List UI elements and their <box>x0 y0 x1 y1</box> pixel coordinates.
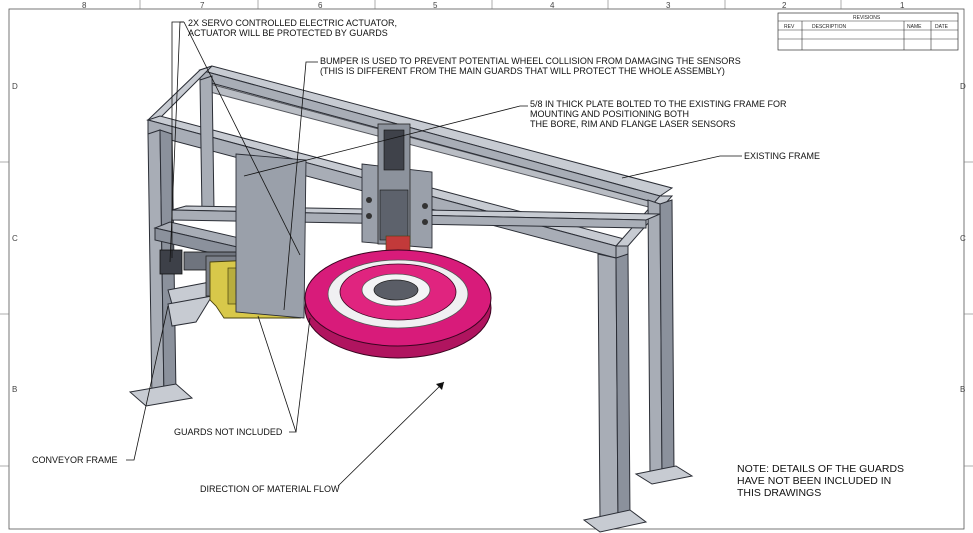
mounting-plate <box>235 123 433 319</box>
rev-col-header: DATE <box>935 24 949 30</box>
zone-number: 1 <box>900 1 905 10</box>
zone-letter: D <box>960 82 966 91</box>
zone-ticks <box>0 0 973 467</box>
rev-col-header: DESCRIPTION <box>812 24 847 30</box>
zone-number: 5 <box>433 1 438 10</box>
rev-col-header: REV <box>784 24 795 30</box>
zone-letter: C <box>12 234 18 243</box>
actuator-callout: ACTUATOR WILL BE PROTECTED BY GUARDS <box>188 28 388 38</box>
zone-number: 4 <box>550 1 555 10</box>
revisions-title: REVISIONS <box>853 15 881 21</box>
bumper-callout: BUMPER IS USED TO PREVENT POTENTIAL WHEE… <box>320 56 741 66</box>
plate-callout: 5/8 IN THICK PLATE BOLTED TO THE EXISTIN… <box>530 99 787 109</box>
note-line: THIS DRAWINGS <box>737 487 821 499</box>
zone-letter: B <box>12 385 17 394</box>
zone-number: 2 <box>782 1 787 10</box>
note-line: NOTE: DETAILS OF THE GUARDS <box>737 463 904 475</box>
guards-callout: GUARDS NOT INCLUDED <box>174 427 283 437</box>
zone-letter: D <box>12 82 18 91</box>
existing-frame-callout: EXISTING FRAME <box>744 151 820 161</box>
zone-letter: C <box>960 234 966 243</box>
revisions-table: REVISIONS REV DESCRIPTION NAME DATE <box>777 12 959 51</box>
actuator-callout: 2X SERVO CONTROLLED ELECTRIC ACTUATOR, <box>188 18 397 28</box>
zone-letter: B <box>960 385 965 394</box>
note-line: HAVE NOT BEEN INCLUDED IN <box>737 475 891 487</box>
plate-callout: MOUNTING AND POSITIONING BOTH <box>530 109 689 119</box>
leader-lines <box>126 21 742 487</box>
zone-letters: D C B D C B <box>12 82 966 394</box>
zone-number: 8 <box>82 1 87 10</box>
sheet-border <box>8 8 965 530</box>
callouts: 2X SERVO CONTROLLED ELECTRIC ACTUATOR, A… <box>32 18 820 494</box>
zone-number: 6 <box>318 1 323 10</box>
plate-callout: THE BORE, RIM AND FLANGE LASER SENSORS <box>530 119 736 129</box>
note: NOTE: DETAILS OF THE GUARDS HAVE NOT BEE… <box>737 463 904 499</box>
material-flow-callout: DIRECTION OF MATERIAL FLOW <box>200 484 340 494</box>
zone-number: 7 <box>200 1 205 10</box>
bumper-callout: (THIS IS DIFFERENT FROM THE MAIN GUARDS … <box>320 66 725 76</box>
zone-numbers: 8 7 6 5 4 3 2 1 <box>82 1 905 10</box>
conveyor-frame-callout: CONVEYOR FRAME <box>32 455 118 465</box>
wheel <box>304 249 492 359</box>
zone-number: 3 <box>666 1 671 10</box>
rev-col-header: NAME <box>907 24 922 30</box>
